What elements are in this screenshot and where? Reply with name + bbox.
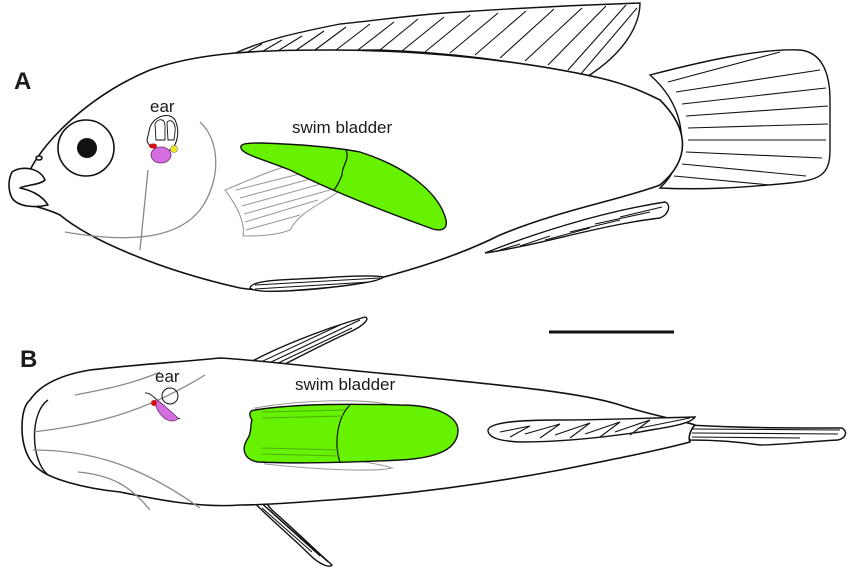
pelvic-fin-a [249, 275, 385, 293]
lagena-a [149, 143, 157, 149]
bladder-fin-rays-b [261, 409, 346, 457]
snout-rim-b [33, 399, 49, 476]
dorsal-fin-b [487, 416, 697, 443]
nostril-a [35, 155, 43, 161]
head-line-1-b [74, 371, 161, 396]
caudal-fin-b [686, 424, 847, 446]
head-line-4-b [77, 471, 151, 511]
ear-label-b: ear [155, 367, 180, 386]
swim-bladder-label-b: swim bladder [295, 375, 396, 394]
swim-bladder-label-a: swim bladder [292, 118, 393, 137]
caudal-fin-a [648, 49, 831, 190]
swim-bladder-b [243, 403, 459, 464]
anal-fin-a [484, 201, 670, 254]
bladder-chamber-divider-b [336, 404, 351, 463]
lagena-b [151, 400, 157, 406]
swim-bladder-a [240, 142, 447, 231]
inner-ear-b [144, 387, 181, 422]
utricle-a [170, 145, 178, 153]
dorsal-fin-a [224, 2, 641, 79]
pupil-a [77, 138, 97, 158]
panel-label-b: B [20, 346, 38, 373]
panel-label-a: A [14, 68, 32, 95]
ear-label-a: ear [150, 97, 175, 116]
inner-ear-a [146, 115, 179, 164]
operculum-line-a [64, 121, 217, 239]
head-line-2-b [32, 374, 206, 433]
saccule-a [150, 146, 172, 164]
preopercle-line-a [139, 169, 149, 251]
fish-a-lateral [8, 2, 831, 293]
fish-b-dorsal [21, 316, 847, 567]
bladder-chamber-divider-a [333, 149, 348, 191]
head-line-3-b [32, 449, 201, 509]
saccule-b [155, 398, 179, 422]
mouth-a [8, 167, 49, 208]
